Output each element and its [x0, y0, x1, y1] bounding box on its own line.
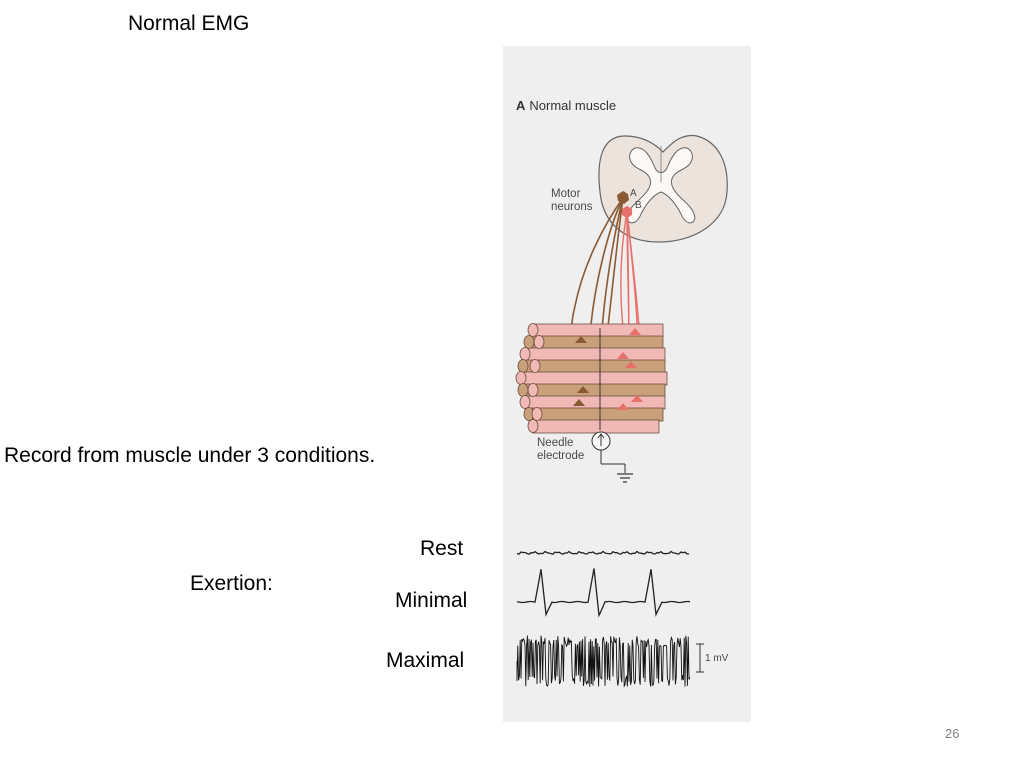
condition-label-maximal: Maximal — [386, 649, 465, 672]
record-instruction: Record from muscle under 3 conditions. — [4, 444, 376, 467]
neuron-b-label: B — [635, 200, 642, 211]
condition-label-rest: Rest — [420, 537, 464, 560]
scale-label: 1 mV — [705, 653, 729, 664]
muscle-fibers — [515, 323, 668, 434]
emg-trace-maximal — [516, 635, 691, 688]
end-plates-a — [573, 336, 589, 406]
slide-title: Normal EMG — [128, 12, 250, 35]
emg-diagram — [515, 134, 728, 688]
needle-electrode-label: Needle electrode — [537, 437, 585, 462]
emg-trace-rest — [516, 550, 690, 556]
emg-trace-minimal — [516, 568, 691, 618]
scale-bar — [696, 643, 704, 673]
exertion-label: Exertion: — [190, 572, 273, 595]
motor-neurons-label: Motor neurons — [551, 188, 593, 213]
page-number: 26 — [945, 726, 960, 741]
spinal-cord — [598, 134, 728, 243]
condition-label-minimal: Minimal — [395, 589, 468, 612]
neuron-a-body — [617, 191, 629, 204]
figure-panel-letter: A — [516, 98, 526, 113]
needle-electrode — [591, 328, 633, 483]
neuron-b-body — [622, 206, 632, 218]
neuron-a-label: A — [630, 188, 637, 199]
end-plates-b — [617, 328, 643, 410]
figure-panel-title-text: Normal muscle — [529, 98, 617, 113]
